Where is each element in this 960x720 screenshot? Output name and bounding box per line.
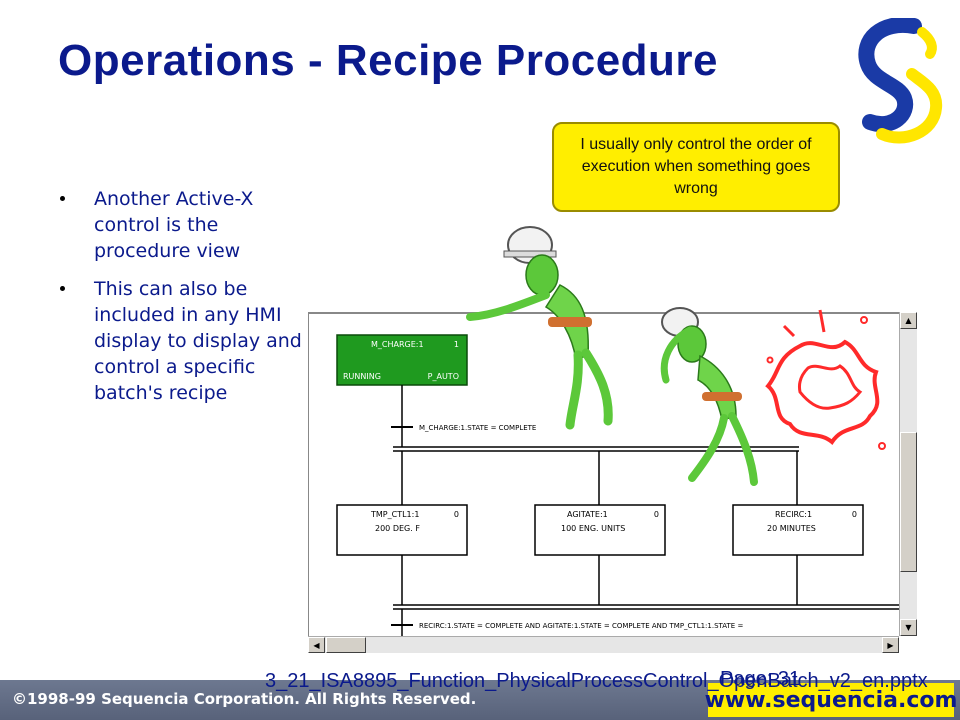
arrow-down-icon[interactable]: ▼: [900, 619, 917, 636]
transition-1-label: M_CHARGE:1.STATE = COMPLETE: [419, 424, 536, 432]
bullet-dot-icon: [60, 196, 65, 201]
step-recirc[interactable]: [732, 504, 864, 556]
vertical-scrollbar[interactable]: ▲ ▼: [899, 312, 917, 636]
vertical-scroll-thumb[interactable]: [900, 432, 917, 572]
step-tmp-ctl[interactable]: [336, 504, 468, 556]
speech-callout: I usually only control the order of exec…: [552, 122, 840, 212]
arrow-right-icon[interactable]: ▶: [882, 637, 899, 653]
procedure-chart: M_CHARGE:1 1 RUNNING P_AUTO M_CHARGE:1.S…: [309, 313, 917, 653]
step-name: RECIRC:1: [775, 510, 812, 519]
sequencia-logo-icon: [858, 18, 943, 144]
step-agitate[interactable]: [534, 504, 666, 556]
bullet-item: Another Active-X control is the procedur…: [60, 186, 310, 264]
arrow-left-icon[interactable]: ◀: [308, 637, 325, 653]
step-count: 0: [852, 510, 857, 519]
horizontal-scroll-thumb[interactable]: [326, 637, 366, 653]
step-name: TMP_CTL1:1: [370, 510, 419, 519]
file-name: 3_21_ISA8895_Function_PhysicalProcessCon…: [265, 670, 928, 692]
step-param: 20 MINUTES: [767, 524, 816, 533]
slide-title: Operations - Recipe Procedure: [58, 36, 719, 85]
step-param: 100 ENG. UNITS: [561, 524, 625, 533]
step-param: 200 DEG. F: [375, 524, 420, 533]
bullet-list: Another Active-X control is the procedur…: [60, 186, 310, 418]
step-name: AGITATE:1: [567, 510, 608, 519]
page-number: Page: 31: [720, 668, 801, 690]
bullet-item: This can also be included in any HMI dis…: [60, 276, 310, 406]
procedure-view[interactable]: M_CHARGE:1 1 RUNNING P_AUTO M_CHARGE:1.S…: [308, 312, 917, 653]
bullet-text: This can also be included in any HMI dis…: [94, 278, 302, 404]
footer-bar: ©1998-99 Sequencia Corporation. All Righ…: [0, 680, 960, 720]
bullet-dot-icon: [60, 286, 65, 291]
copyright-text: ©1998-99 Sequencia Corporation. All Righ…: [12, 690, 477, 708]
horizontal-scrollbar[interactable]: ◀ ▶: [308, 636, 899, 653]
step-count: 0: [654, 510, 659, 519]
step-state: RUNNING: [343, 372, 381, 381]
step-count: 1: [454, 340, 459, 349]
step-m-charge[interactable]: [336, 334, 468, 386]
step-name: M_CHARGE:1: [371, 340, 424, 349]
hard-hat-worker-icon: [660, 307, 758, 486]
hard-hat-worker-icon: [466, 226, 613, 430]
step-count: 0: [454, 510, 459, 519]
website-url[interactable]: www.sequencia.com: [705, 683, 957, 717]
explosion-icon: [765, 309, 886, 450]
arrow-up-icon[interactable]: ▲: [900, 312, 917, 329]
bullet-text: Another Active-X control is the procedur…: [94, 188, 254, 262]
transition-2-label: RECIRC:1.STATE = COMPLETE AND AGITATE:1.…: [419, 622, 743, 630]
step-mode: P_AUTO: [428, 372, 459, 381]
